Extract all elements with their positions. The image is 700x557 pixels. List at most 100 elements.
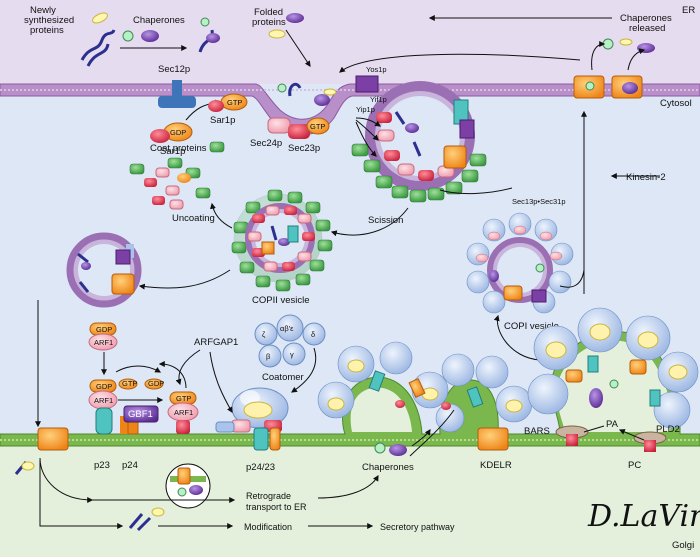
arf1-gtp-membrane [167, 391, 199, 434]
coatomer-label: Coatomer [262, 372, 304, 383]
newly-synthesized-proteins [80, 12, 116, 67]
exchange-gdp-badge: GDP [148, 379, 164, 388]
chaperones-golgi-label: Chaperones [362, 462, 414, 473]
er-lumen-arrow [339, 53, 581, 73]
sec12p-protein [158, 80, 196, 108]
sar1p-gdp-label: Sar1p [160, 146, 185, 157]
sec13-31-label: Sec13p•Sec31p [512, 197, 566, 206]
sec23p-label: Sec23p [288, 143, 320, 154]
uncoating-arrow [210, 202, 233, 229]
pc-label: PC [628, 460, 641, 471]
chaperones-released-label-1: Chaperones [620, 13, 672, 24]
p2423-label: p24/23 [246, 462, 275, 473]
folded-protein-2 [268, 29, 286, 39]
kinesin2-label: Kinesin-2 [626, 172, 666, 183]
yos1p-label: Yos1p [366, 65, 387, 74]
arf1-gdp-label: ARF1 [94, 338, 113, 347]
pa-label: PA [606, 419, 619, 430]
sar1p-gtp-label: Sar1p [210, 115, 235, 126]
cytosol-label: Cytosol [660, 98, 692, 109]
exchange-gtp-badge: GTP [122, 379, 137, 388]
gap-hydrolysis-arrow [158, 361, 187, 389]
yip1p-arrows [355, 117, 381, 157]
gbf1-protein [123, 405, 159, 423]
newly-synthesized-label-2: synthesized [24, 15, 74, 26]
yif1p-label: Yif1p [370, 95, 387, 104]
chaperone-molecules [122, 30, 159, 42]
coatomer-alpha-beta-eps: αβ'ε [280, 324, 294, 333]
chaperones-top-label: Chaperones [133, 15, 185, 26]
sar1p-gtp [208, 93, 248, 112]
sar1p-gdp [150, 122, 193, 143]
arf1-gdp-badge: GDP [96, 325, 112, 334]
arf1-membrane-label: ARF1 [94, 396, 113, 405]
copii-vesicle [231, 189, 333, 292]
er-label: ER [682, 5, 695, 16]
er-bud-coat [267, 82, 337, 139]
bars-label: BARS [524, 426, 550, 437]
folded-proteins-label-1: Folded [254, 7, 283, 18]
newly-synthesized-label-3: proteins [30, 25, 64, 36]
coat-proteins-label: Coat proteins [150, 143, 207, 154]
arf1-gtp-label: ARF1 [174, 408, 193, 417]
copii-vesicle-label: COPII vesicle [252, 295, 310, 306]
folded-protein-1 [198, 17, 220, 53]
chaperone-binding-arrow [411, 429, 431, 447]
coatomer-arrow [291, 347, 317, 393]
sec13-31-bracket [439, 187, 513, 195]
kdelr-golgi [477, 427, 509, 451]
copi-vesicle [466, 212, 574, 314]
retrograde-label-1: Retrograde [246, 491, 291, 501]
vesicle-to-uncoated-arrow [138, 269, 231, 290]
er-lumen [0, 0, 700, 84]
gtp-gdp-exchange [115, 365, 164, 390]
kdelr-er-receptors [573, 75, 643, 99]
golgi-kdelr-left [14, 427, 69, 475]
folded-protein-3 [286, 13, 304, 23]
modified-protein [128, 507, 165, 532]
release-arrow-2 [627, 48, 646, 71]
coatomer-zeta: ζ [262, 330, 266, 339]
folded-to-bud-arrow [285, 29, 311, 67]
sec24p-label: Sec24p [250, 138, 282, 149]
budding-copii-vesicle [351, 75, 487, 203]
scission-label: Scission [368, 215, 403, 226]
chaperones-released-label-2: released [629, 23, 665, 34]
copi-vesicle-label: COPI vesicle [504, 321, 559, 332]
coatomer-gamma: γ [290, 350, 294, 359]
newly-synthesized-label-1: Newly [30, 5, 56, 16]
scission-arrow [330, 207, 409, 237]
uncoating-label: Uncoating [172, 213, 215, 224]
pc-pa-arrow [618, 429, 645, 441]
coatomer-beta: β [266, 352, 271, 361]
retrograde-to-chaperones-arrow [317, 474, 379, 499]
arf1-membrane-gdp-badge: GDP [96, 382, 112, 391]
release-arrow-1 [591, 41, 606, 71]
sec12p-label: Sec12p [158, 64, 190, 75]
retrograde-inset [165, 463, 211, 509]
sar1p-gdp-badge: GDP [170, 128, 186, 137]
kdelr-chaperone-arrow [409, 409, 455, 457]
arf1-gtp-badge: GTP [176, 394, 191, 403]
modification-label: Modification [244, 522, 292, 532]
arfgap1-label: ARFGAP1 [194, 337, 238, 348]
p24-label: p24 [122, 460, 138, 471]
arfgap1-arrow-1 [175, 349, 201, 386]
bars-pld2 [555, 425, 667, 452]
yip1p-label: Yip1p [356, 105, 375, 114]
copi-to-kinesin-arrow [559, 269, 585, 288]
artist-signature: D.LaVine [587, 499, 700, 534]
arf1-gdp-membrane [88, 379, 139, 435]
arfgap1-arrow-2 [209, 351, 233, 414]
kdelr-label: KDELR [480, 460, 512, 471]
gbf1-label: GBF1 [128, 409, 153, 420]
released-coat-proteins [129, 141, 225, 210]
modification-path-arrow [39, 460, 124, 529]
pld2-label: PLD2 [656, 424, 680, 435]
golgi-large-bud [527, 307, 699, 429]
retrograde-label-2: transport to ER [246, 502, 307, 512]
secretory-pathway-label: Secretory pathway [380, 522, 455, 532]
golgi-chaperones [374, 442, 407, 456]
sec23p-gtp-badge: GTP [310, 122, 325, 131]
